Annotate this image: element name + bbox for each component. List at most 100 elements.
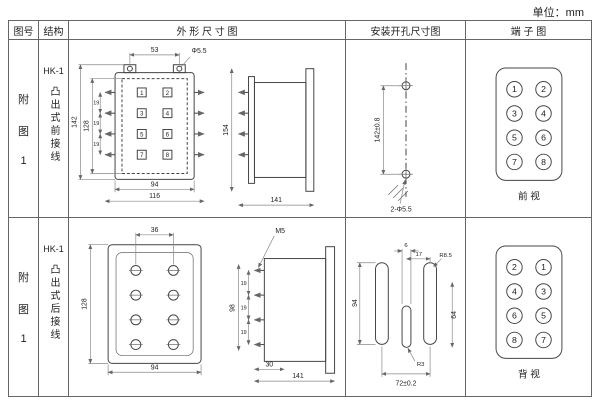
row2-outline-cell: 36 128 94 M5 98 19 19 19 30 141: [69, 218, 346, 396]
dim-141: 141: [292, 373, 304, 380]
row1-structure: HK-1 凸出式前接线: [39, 40, 69, 218]
terminal-no: 1: [140, 90, 143, 96]
rear-view-geometry: [107, 244, 202, 364]
dim-holes: 2-Φ5.5: [390, 206, 411, 213]
fig-char: 附: [18, 272, 29, 284]
dim-141: 141: [270, 197, 282, 204]
dimension-labels: 53 Φ5.5 142 128 19 19 19 94 116 154 141 …: [71, 46, 282, 203]
terminal-no: 3: [512, 108, 517, 118]
terminal-no: 2: [512, 262, 517, 272]
dim-r3: R3: [416, 362, 424, 368]
install-geometry: [374, 262, 437, 348]
terminal-plate: [495, 67, 563, 181]
terminal-numbers: 1 2 3 4 5 6 7 8 前 视: [512, 84, 546, 203]
terminal-no: 4: [165, 111, 169, 117]
fig-char: 1: [20, 154, 27, 167]
dim-72-tol: 72±0.2: [395, 381, 416, 388]
dim-19: 19: [240, 281, 246, 287]
front-view-geometry: [103, 63, 205, 180]
terminal-no: 5: [512, 132, 517, 142]
view-label: 前 视: [518, 189, 540, 202]
terminal-no: 6: [512, 311, 517, 321]
dim-19: 19: [93, 100, 99, 106]
terminal-no: 2: [541, 84, 546, 94]
terminal-no: 1: [541, 262, 546, 272]
dim-r85: R8.5: [439, 253, 452, 259]
header-install-holes: 安装开孔尺寸图: [346, 21, 466, 40]
dim-98: 98: [229, 304, 236, 312]
header-outline-dims: 外 形 尺 寸 图: [69, 21, 346, 40]
dim-hole: Φ5.5: [191, 47, 206, 54]
header-structure: 结构: [39, 21, 69, 40]
dim-64: 64: [451, 311, 458, 319]
fig-char: 1: [20, 333, 27, 345]
dim-17: 17: [415, 252, 422, 258]
fig-char: 附: [18, 93, 29, 106]
terminal-no: 8: [541, 156, 546, 166]
structure-type-label: 凸出式前接线: [48, 86, 59, 164]
header-fig-no: 图号: [9, 21, 39, 40]
header-terminal-diagram: 端 子 图: [466, 21, 591, 40]
dim-19: 19: [240, 305, 246, 311]
terminal-plate: [495, 245, 563, 359]
terminal-no: 4: [541, 108, 546, 118]
row2-terminal-cell: 2 1 4 3 6 5 8 7 背 视: [466, 218, 591, 396]
dim-36: 36: [150, 227, 158, 234]
dim-30: 30: [265, 361, 273, 368]
row1-install-drawing: 142±0.8 2-Φ5.5: [374, 62, 413, 213]
dim-154: 154: [222, 124, 229, 136]
dim-128: 128: [81, 298, 88, 310]
row2-outline-drawing: 36 128 94 M5 98 19 19 19 30 141: [81, 227, 335, 384]
row1-outline-drawing: 53 Φ5.5 142 128 19 19 19 94 116 154 141 …: [71, 46, 314, 207]
terminal-no: 1: [512, 84, 517, 94]
install-geometry: [387, 62, 413, 201]
structure-type-label: 凸出式后接线: [48, 264, 59, 342]
terminal-no: 3: [140, 111, 144, 117]
terminal-no: 5: [541, 311, 546, 321]
fig-char: 图: [18, 125, 29, 138]
dim-142-tol: 142±0.8: [374, 117, 381, 142]
terminal-no: 5: [140, 132, 144, 138]
install-labels: 6 17 R8.5 94 64 R3 72±0.2: [351, 243, 457, 388]
unit-label: 单位：mm: [532, 7, 584, 19]
dimension-lines: [87, 232, 335, 384]
dim-19: 19: [93, 121, 99, 127]
dimension-labels: 36 128 94 M5 98 19 19 19 30 141: [81, 227, 304, 380]
install-labels: 142±0.8 2-Φ5.5: [374, 117, 411, 213]
terminal-no: 3: [541, 286, 546, 296]
dim-94: 94: [150, 181, 158, 188]
dim-94: 94: [351, 299, 358, 307]
row1-outline-cell: 53 Φ5.5 142 128 19 19 19 94 116 154 141 …: [69, 40, 346, 218]
row1-install-cell: 142±0.8 2-Φ5.5: [346, 40, 466, 218]
terminal-no: 7: [512, 156, 517, 166]
dim-53: 53: [150, 46, 158, 53]
row2-install-cell: 6 17 R8.5 94 64 R3 72±0.2: [346, 218, 466, 396]
dim-116: 116: [149, 193, 160, 200]
dim-6: 6: [404, 243, 408, 249]
row1-terminal-diagram: 1 2 3 4 5 6 7 8 前 视: [495, 67, 563, 203]
dim-128: 128: [83, 120, 90, 132]
dim-m5: M5: [275, 228, 285, 235]
row2-install-drawing: 6 17 R8.5 94 64 R3 72±0.2: [351, 243, 457, 388]
dim-94: 94: [150, 364, 158, 371]
side-view-geometry: [237, 67, 314, 192]
terminal-no: 4: [512, 286, 517, 296]
row2-fig-no: 附 图 1: [9, 218, 39, 396]
terminal-no: 7: [140, 153, 143, 159]
install-dimensions: [356, 248, 454, 377]
terminal-no: 8: [512, 335, 517, 345]
dim-142: 142: [71, 116, 78, 128]
view-label: 背 视: [518, 368, 540, 381]
terminal-no: 2: [165, 90, 168, 96]
terminal-no: 8: [165, 153, 169, 159]
dim-19: 19: [93, 141, 99, 147]
install-dimensions: [379, 84, 406, 204]
terminal-numbers: 2 1 4 3 6 5 8 7 背 视: [512, 262, 546, 381]
side-view-geometry: [253, 246, 335, 374]
dimension-lines: [77, 52, 314, 207]
terminal-no: 7: [541, 335, 546, 345]
row1-terminal-cell: 1 2 3 4 5 6 7 8 前 视: [466, 40, 591, 218]
terminal-no: 6: [165, 132, 169, 138]
model-label: HK-1: [43, 66, 64, 76]
